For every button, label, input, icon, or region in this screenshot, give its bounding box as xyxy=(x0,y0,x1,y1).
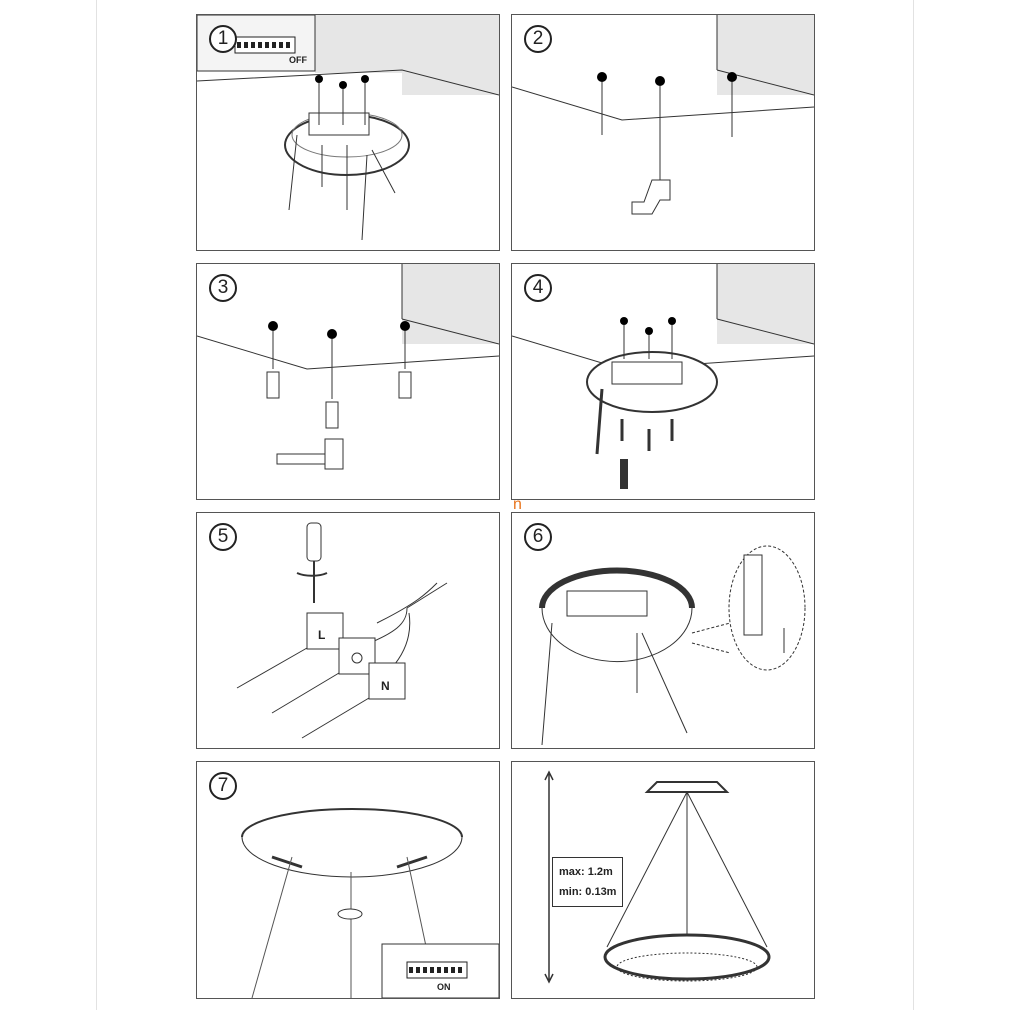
terminal-block-neutral: N xyxy=(368,662,406,700)
step-number: 5 xyxy=(209,523,237,551)
step-6-panel: 6 xyxy=(511,512,815,749)
step-3-illustration xyxy=(197,264,499,470)
step-7-panel: ON 7 xyxy=(196,761,500,999)
drill-icon xyxy=(631,179,671,215)
step-1-panel: OFF 1 xyxy=(196,14,500,251)
svg-text:N: N xyxy=(381,679,390,693)
step-number: 7 xyxy=(209,772,237,800)
svg-text:ON: ON xyxy=(437,982,451,992)
max-height: max: 1.2m xyxy=(559,866,613,878)
screwdriver-icon xyxy=(306,522,322,603)
step-1-illustration: OFF xyxy=(197,15,499,241)
final-height-panel: max: 1.2m min: 0.13m xyxy=(511,761,815,999)
terminal-block-live: L xyxy=(306,612,344,650)
step-4-panel: 4 xyxy=(511,263,815,500)
step-number: 6 xyxy=(524,523,552,551)
screwdriver-icon xyxy=(620,459,628,489)
step-2-panel: 2 xyxy=(511,14,815,251)
step-5-illustration: L N xyxy=(236,522,448,739)
svg-text:OFF: OFF xyxy=(289,55,307,65)
page-left-edge xyxy=(96,0,97,1010)
step-6-illustration xyxy=(539,545,806,746)
height-range-label: max: 1.2m min: 0.13m xyxy=(552,857,624,907)
step-4-illustration xyxy=(512,264,814,489)
step-3-panel: 3 xyxy=(196,263,500,500)
breaker-off-icon xyxy=(234,36,296,54)
final-lamp-illustration xyxy=(544,770,771,984)
page-right-edge xyxy=(913,0,914,1010)
step-number: 3 xyxy=(209,274,237,302)
min-height: min: 0.13m xyxy=(559,886,617,898)
step-7-illustration: ON xyxy=(241,808,499,998)
hammer-icon xyxy=(276,438,344,470)
step-5-panel: L N 5 xyxy=(196,512,500,749)
step-2-illustration xyxy=(512,15,814,215)
step-number: 1 xyxy=(209,25,237,53)
svg-text:L: L xyxy=(318,628,325,642)
step-number: 4 xyxy=(524,274,552,302)
stray-mark: n xyxy=(513,496,522,513)
breaker-on-icon xyxy=(406,961,468,979)
step-number: 2 xyxy=(524,25,552,53)
